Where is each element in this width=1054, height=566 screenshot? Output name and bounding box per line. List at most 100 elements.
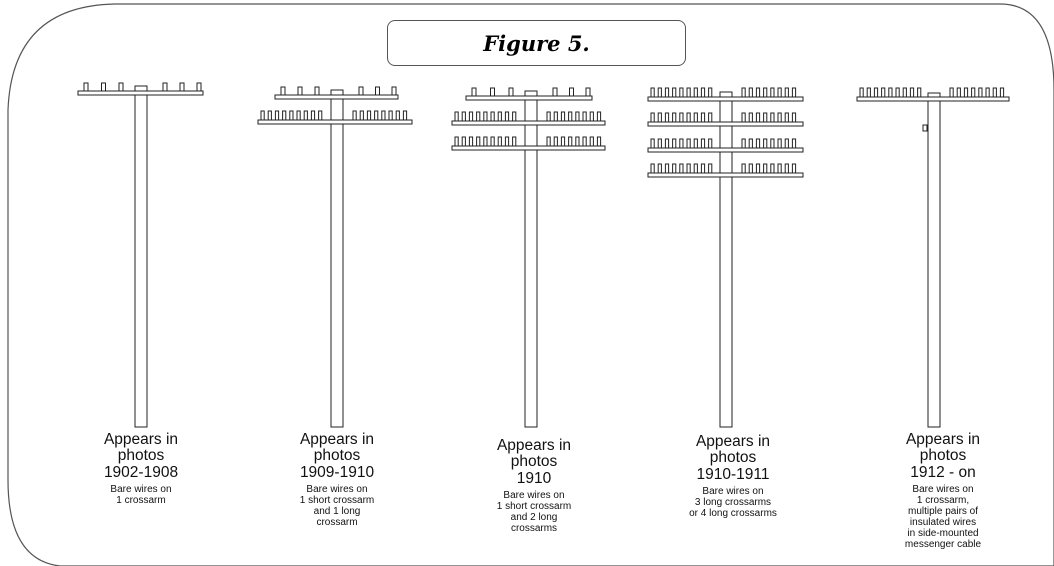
insulator-pin bbox=[895, 87, 900, 98]
insulator-pin bbox=[672, 112, 677, 123]
insulator-pin bbox=[700, 112, 706, 123]
caption-appears-line-2: photos bbox=[117, 447, 165, 464]
insulator-pin bbox=[664, 163, 670, 174]
insulator-pin bbox=[755, 163, 761, 174]
insulator-pin bbox=[917, 87, 922, 98]
insulator-pin bbox=[755, 112, 761, 123]
insulator-pin bbox=[963, 87, 969, 98]
insulator-pin bbox=[402, 110, 408, 121]
insulator-pin bbox=[490, 136, 495, 147]
insulator-pin bbox=[708, 138, 713, 149]
insulator-pin bbox=[741, 163, 746, 174]
insulator-pin bbox=[650, 87, 655, 98]
insulator-pin bbox=[546, 136, 551, 147]
insulator-pin bbox=[196, 82, 202, 92]
insulator-pin bbox=[468, 111, 474, 122]
caption-pole-5: Appears in photos 1912 - on Bare wires o… bbox=[880, 432, 1006, 551]
insulator-pin bbox=[314, 86, 320, 96]
insulator-pin bbox=[866, 87, 871, 98]
insulator-pin bbox=[693, 163, 698, 174]
insulator-pin bbox=[909, 87, 915, 98]
insulator-pin bbox=[569, 87, 574, 97]
insulator-pin bbox=[956, 87, 961, 98]
pole-2 bbox=[330, 89, 344, 428]
insulator-pin bbox=[672, 138, 677, 149]
insulator-pin bbox=[552, 87, 558, 97]
insulator-pin bbox=[741, 112, 746, 123]
insulator-pin bbox=[902, 87, 907, 98]
caption-note: Bare wires on 1 crossarm, multiple pairs… bbox=[904, 484, 982, 550]
insulator-pin bbox=[664, 138, 670, 149]
insulator-pin bbox=[873, 87, 879, 98]
insulator-pin bbox=[971, 87, 976, 98]
insulator-pin bbox=[686, 163, 691, 174]
insulator-pin bbox=[748, 87, 753, 98]
insulator-pin bbox=[575, 111, 580, 122]
insulator-pin bbox=[391, 86, 397, 96]
insulator-pin bbox=[497, 111, 502, 122]
insulator-pin bbox=[755, 87, 761, 98]
insulator-pin bbox=[679, 112, 684, 123]
insulator-pin bbox=[992, 87, 997, 98]
caption-years: 1912 - on bbox=[910, 464, 976, 481]
insulator-pin bbox=[784, 163, 789, 174]
caption-appears-line-2: photos bbox=[313, 447, 361, 464]
insulator-pin bbox=[755, 138, 761, 149]
caption-years: 1910 bbox=[516, 470, 552, 487]
insulator-pin bbox=[490, 111, 495, 122]
insulator-pin bbox=[679, 138, 684, 149]
insulator-pin bbox=[476, 136, 481, 147]
insulator-pin bbox=[859, 87, 864, 98]
figure-title: Figure 5. bbox=[387, 20, 686, 66]
insulator-pin bbox=[791, 138, 797, 149]
insulator-pin bbox=[476, 111, 481, 122]
insulator-pin bbox=[741, 87, 746, 98]
insulator-pin bbox=[560, 111, 566, 122]
insulator-pin bbox=[708, 87, 713, 98]
crossarm-long bbox=[451, 120, 606, 126]
caption-appears-line-1: Appears in bbox=[496, 437, 572, 454]
insulator-pin bbox=[770, 163, 775, 174]
insulator-pin bbox=[508, 87, 514, 97]
insulator-pin bbox=[763, 138, 768, 149]
insulator-pin bbox=[949, 87, 954, 98]
insulator-pin bbox=[560, 136, 566, 147]
caption-note: Bare wires on 1 short crossarm and 2 lon… bbox=[496, 490, 572, 534]
insulator-pin bbox=[303, 110, 308, 121]
pole-5 bbox=[927, 92, 941, 428]
insulator-pin bbox=[118, 82, 124, 92]
insulator-pin bbox=[297, 86, 303, 96]
pole-3 bbox=[524, 90, 538, 428]
insulator-pin bbox=[568, 136, 573, 147]
crossarm-long bbox=[856, 96, 1010, 102]
insulator-pin bbox=[985, 87, 990, 98]
insulator-pin bbox=[395, 110, 400, 121]
insulator-pin bbox=[650, 138, 655, 149]
insulator-pin bbox=[777, 163, 782, 174]
insulator-pin bbox=[748, 138, 753, 149]
insulator-pin bbox=[700, 138, 706, 149]
insulator-pin bbox=[483, 136, 488, 147]
caption-note: Bare wires on 1 short crossarm and 1 lon… bbox=[299, 484, 375, 528]
insulator-pin bbox=[784, 112, 789, 123]
insulator-pin bbox=[546, 111, 551, 122]
insulator-pin bbox=[596, 136, 602, 147]
insulator-pin bbox=[454, 111, 459, 122]
caption-appears-line-1: Appears in bbox=[103, 431, 179, 448]
caption-appears-line-1: Appears in bbox=[695, 433, 771, 450]
insulator-pin bbox=[358, 86, 364, 96]
insulator-pin bbox=[999, 87, 1005, 98]
insulator-pin bbox=[650, 163, 655, 174]
caption-years: 1910-1911 bbox=[696, 466, 770, 483]
insulator-pin bbox=[553, 111, 558, 122]
insulator-pin bbox=[352, 110, 357, 121]
caption-appears-line-1: Appears in bbox=[299, 431, 375, 448]
insulator-pin bbox=[770, 112, 775, 123]
insulator-pin bbox=[296, 110, 301, 121]
insulator-pin bbox=[650, 112, 655, 123]
insulator-pin bbox=[657, 112, 662, 123]
insulator-pin bbox=[777, 112, 782, 123]
insulator-pin bbox=[686, 87, 691, 98]
insulator-pin bbox=[784, 87, 789, 98]
insulator-pin bbox=[274, 110, 280, 121]
